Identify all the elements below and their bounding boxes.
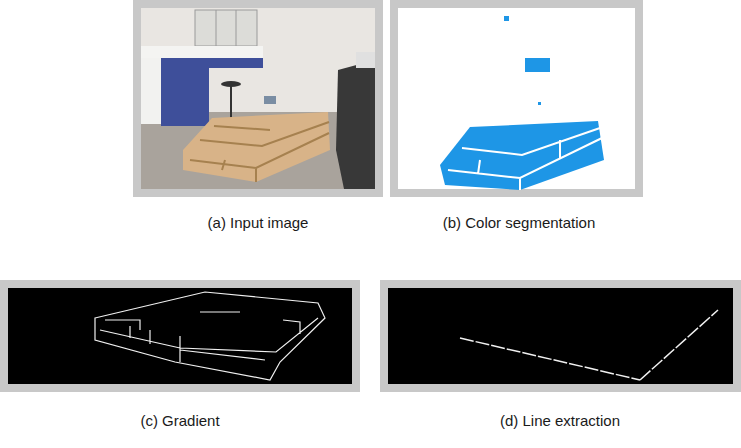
figure-shape — [190, 122, 329, 182]
input-photo — [133, 0, 383, 197]
figure-shape — [230, 86, 232, 120]
figure-shape — [380, 280, 741, 392]
figure-shape — [141, 8, 375, 189]
segmentation-result — [390, 0, 643, 197]
figure-shape — [388, 288, 733, 384]
subfigure-caption: (d) Line extraction — [498, 412, 622, 430]
figure-shape — [95, 292, 325, 380]
figure-shape — [390, 0, 643, 197]
figure-shape — [141, 46, 263, 58]
figure-shape — [236, 10, 237, 46]
figure-shape — [133, 0, 383, 197]
figure-shape — [460, 310, 718, 380]
subfigure-caption: (a) Input image — [206, 214, 311, 232]
subfigure-caption: (b) Color segmentation — [441, 214, 598, 232]
subfigure-caption: (c) Gradient — [138, 412, 221, 430]
figure-shape — [398, 8, 635, 189]
figure-shape — [195, 10, 257, 46]
figure-shape — [440, 121, 604, 190]
figure-shape — [356, 52, 375, 68]
figure-shape — [538, 102, 541, 105]
figure-shape — [525, 58, 550, 72]
figure-shape — [504, 16, 509, 21]
figure-shape — [336, 60, 375, 189]
figure-shape — [264, 96, 276, 104]
figure-shape — [209, 58, 263, 68]
figure-shape — [0, 280, 360, 392]
line-extraction-result — [380, 280, 741, 392]
gradient-result — [0, 280, 360, 392]
figure-shape — [161, 58, 209, 126]
figure-shape — [448, 128, 602, 190]
figure-shape — [8, 288, 352, 384]
figure-shape — [183, 112, 330, 182]
figure-shape — [141, 58, 161, 124]
figure-shape — [216, 10, 217, 46]
